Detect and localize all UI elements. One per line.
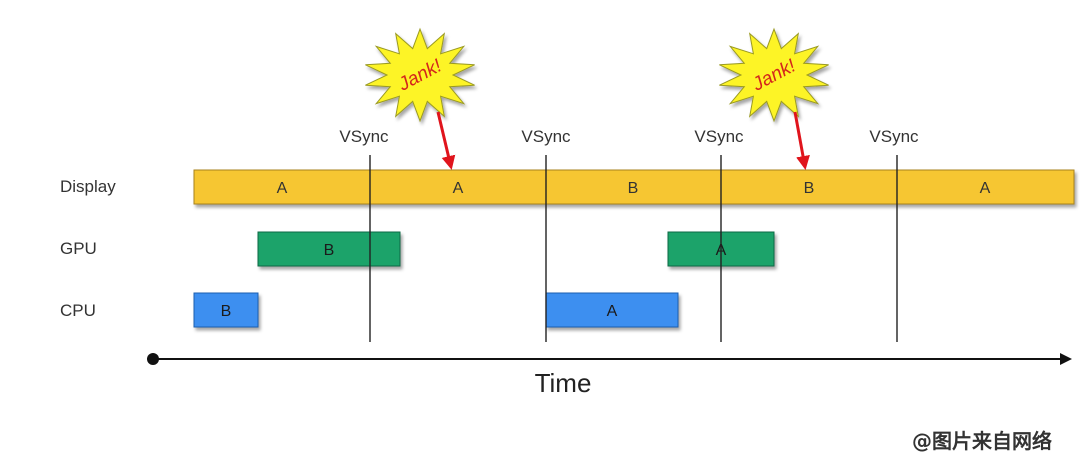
row-label-cpu: CPU [60, 301, 96, 320]
row-label-gpu: GPU [60, 239, 97, 258]
cpu-block-label: A [607, 303, 618, 320]
time-axis-label: Time [535, 368, 592, 398]
cpu-block-label: B [221, 303, 232, 320]
watermark: @图片来自网络 [912, 429, 1052, 453]
display-frame-label: A [980, 180, 991, 197]
jank-arrow [793, 111, 810, 170]
display-frame-label: B [628, 180, 639, 197]
display-frame-label: A [277, 180, 288, 197]
gpu-block [257, 231, 401, 267]
jank-burst: Jank! [365, 27, 475, 123]
burst-star-icon [719, 27, 829, 123]
vsync-label: VSync [694, 127, 744, 146]
cpu-block [545, 292, 679, 328]
row-label-display: Display [60, 177, 116, 196]
display-bar [193, 169, 1075, 205]
vsync-label: VSync [521, 127, 571, 146]
burst-star-icon [365, 27, 475, 123]
jank-burst: Jank! [719, 27, 829, 123]
jank-arrow [436, 111, 456, 170]
cpu-block [193, 292, 259, 328]
vsync-label: VSync [339, 127, 389, 146]
gpu-block-label: B [324, 242, 335, 259]
display-frame-label: B [804, 180, 815, 197]
display-frame-label: A [453, 180, 464, 197]
vsync-label: VSync [869, 127, 919, 146]
